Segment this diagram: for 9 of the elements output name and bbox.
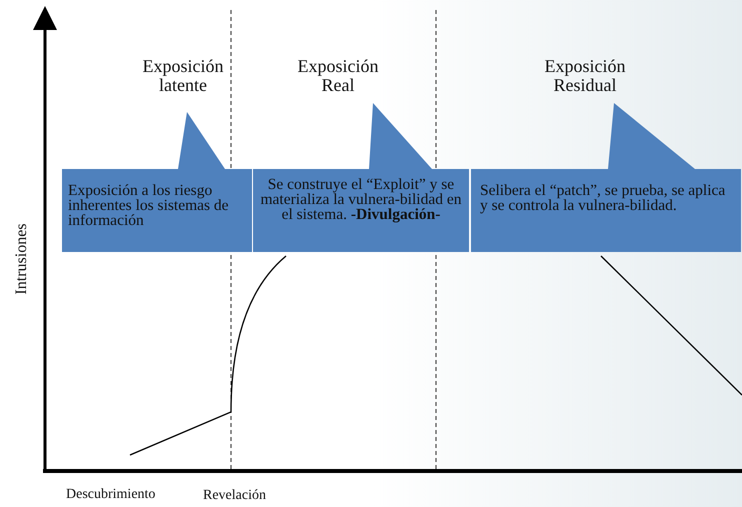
heading-text: Exposición Real — [296, 57, 380, 95]
axis-label: Revelación — [203, 488, 266, 504]
heading-text: Exposición latente — [142, 57, 224, 95]
axis-label: Intrusiones — [13, 222, 31, 297]
callout-text: Se construye el “Exploit” y se materializa la vulnera-bilidad en el sistema. -Divulgación- — [260, 177, 462, 222]
heading-text: Exposición Residual — [544, 57, 626, 95]
callout-text: Exposición a los riesgo inherentes los sistemas de información — [68, 183, 230, 228]
axis-label: Descubrimiento — [66, 487, 156, 503]
callout-text: Selibera el “patch”, se prueba, se aplica y se controla la vulnera-bilidad. — [480, 183, 726, 213]
